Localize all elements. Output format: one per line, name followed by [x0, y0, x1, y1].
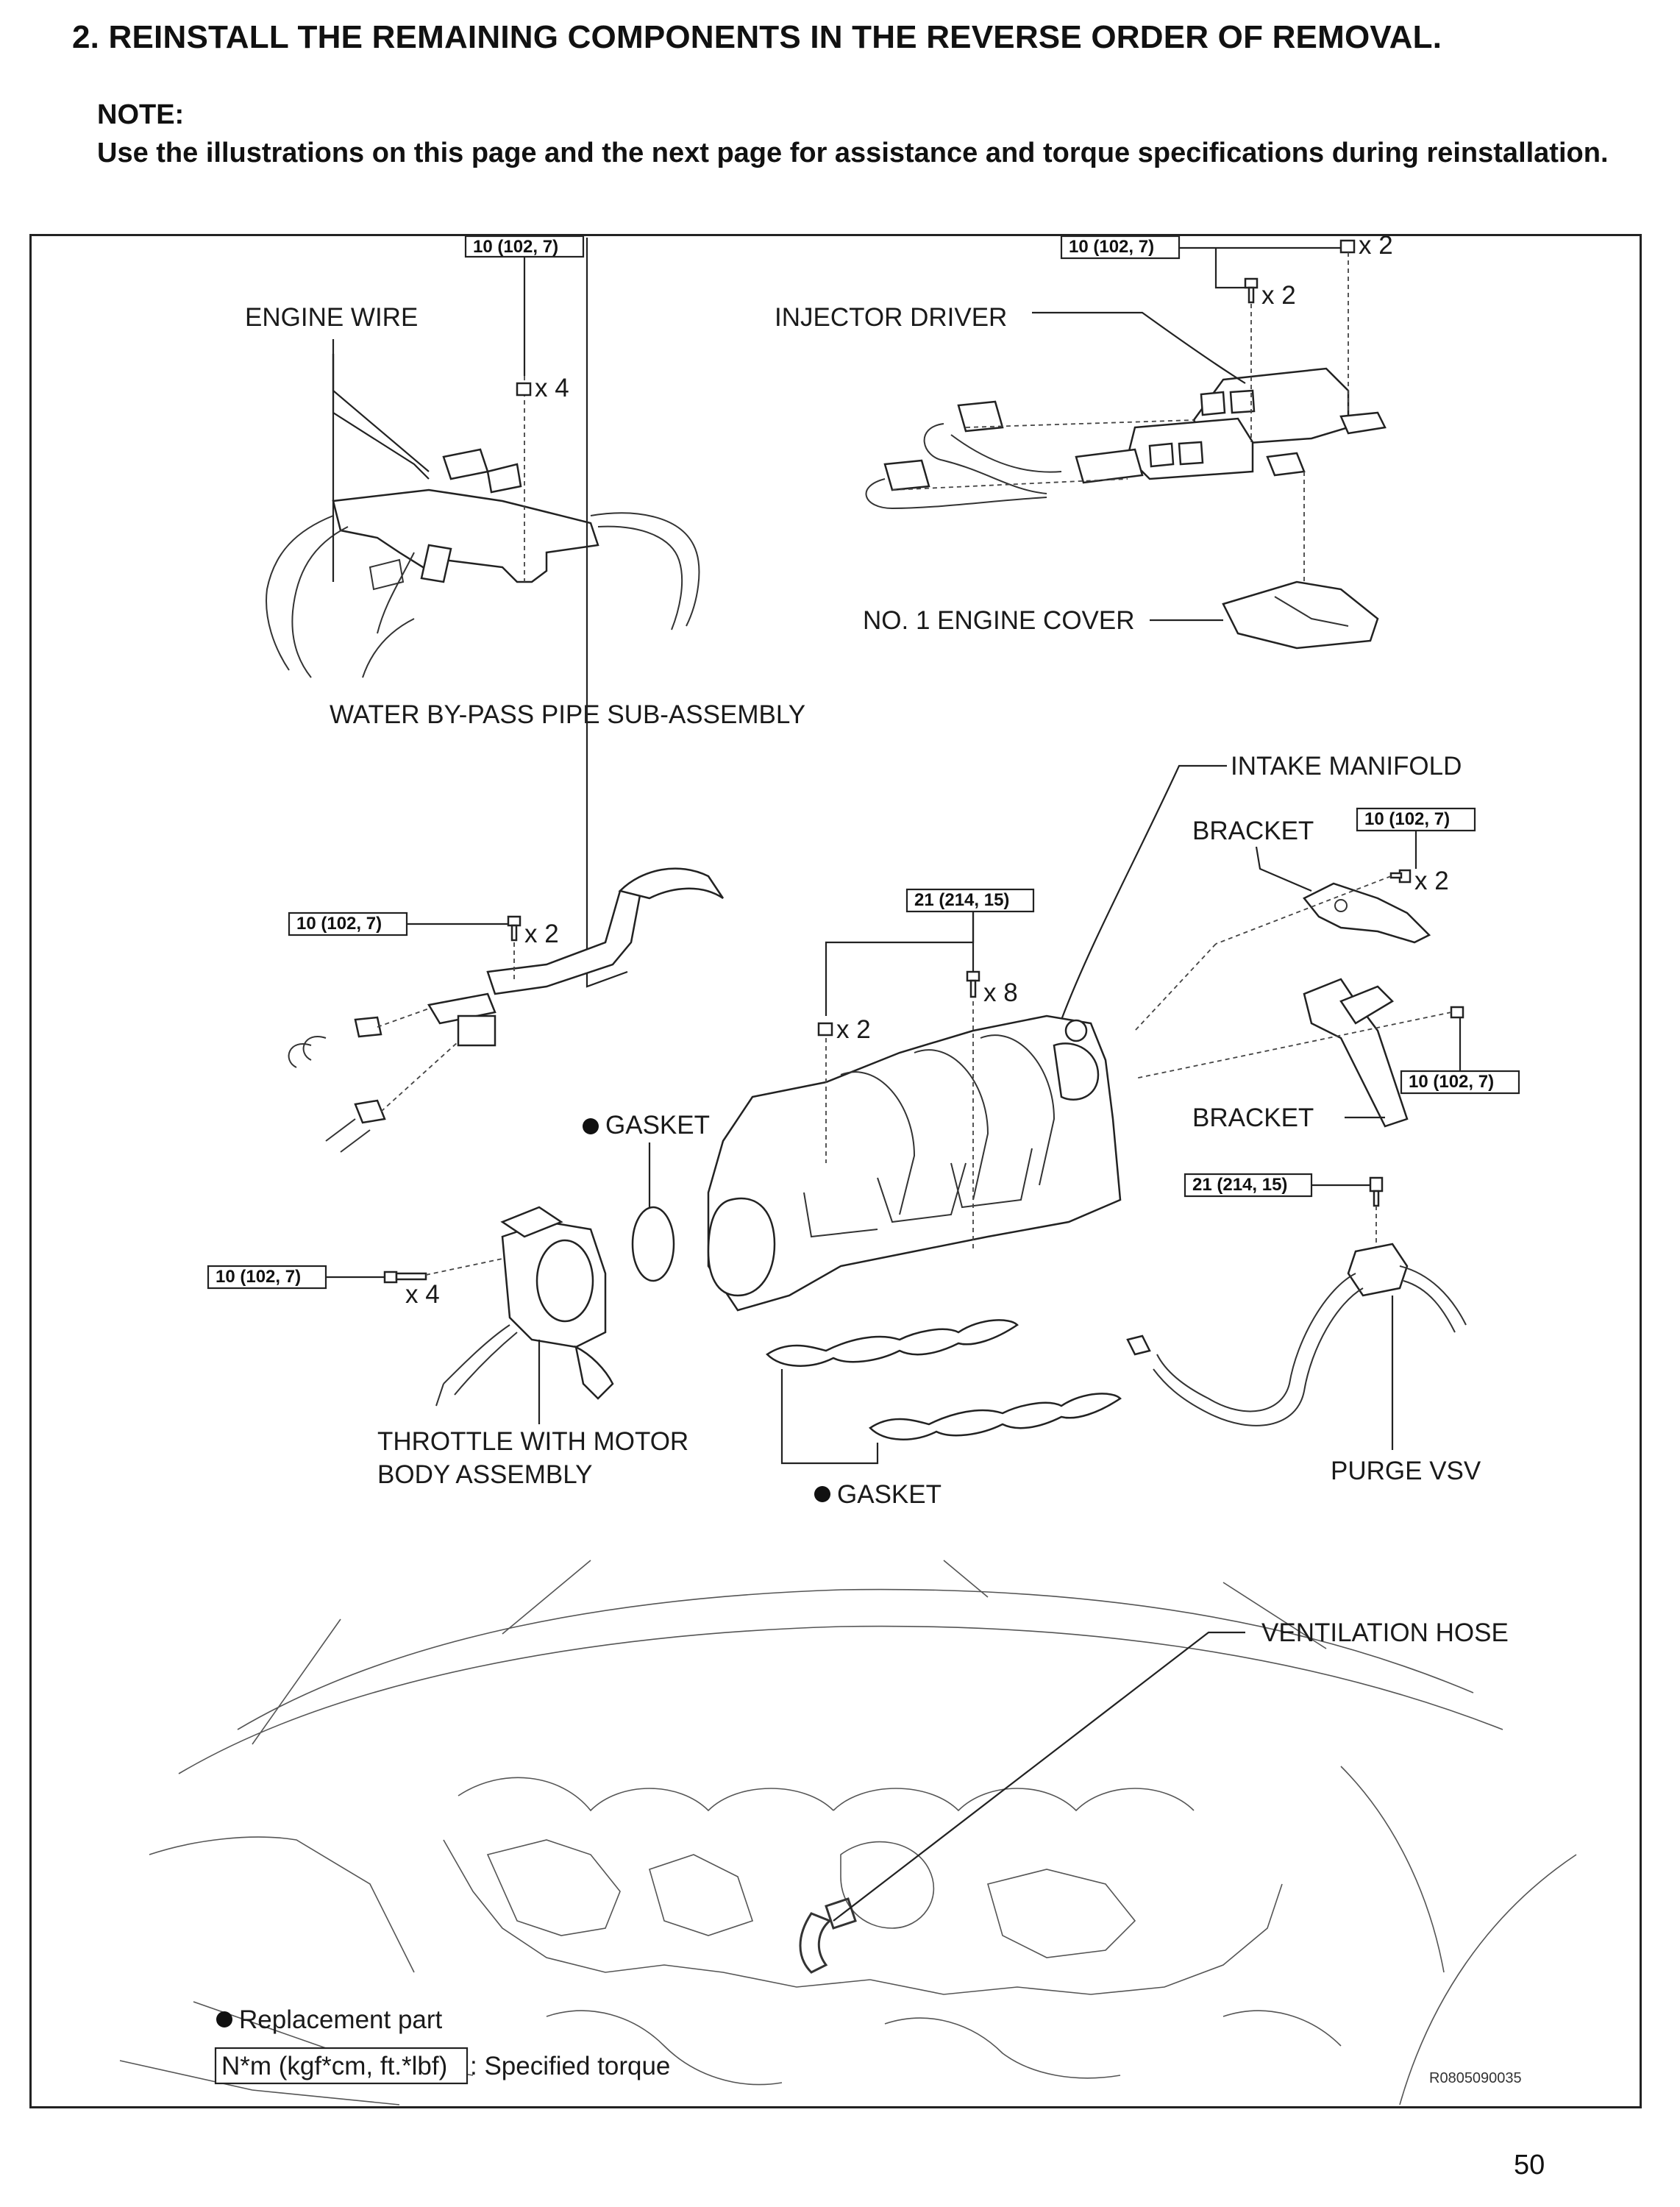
- torque-box-injector: [1060, 236, 1181, 260]
- water-bypass-drawing: [288, 867, 725, 1153]
- torque-bracket-upper: 10 (102, 7): [1364, 809, 1450, 829]
- bolt-icon: [1244, 277, 1259, 304]
- purge-vsv-drawing: [1126, 1243, 1467, 1426]
- nut-icon: [516, 382, 532, 397]
- torque-box-engine-wire: [464, 236, 585, 258]
- engine-wire-drawing: [266, 448, 700, 678]
- bolt-icon: [1389, 869, 1412, 884]
- nut-icon: [817, 1022, 833, 1037]
- label-injector-driver: INJECTOR DRIVER: [775, 303, 1007, 332]
- legend-torque-desc: : Specified torque: [470, 2052, 670, 2080]
- legend-torque-box: [214, 2047, 469, 2085]
- qty-throttle-bolts: x 4: [405, 1280, 440, 1309]
- torque-box-manifold: [905, 888, 1035, 913]
- page-number: 50: [1514, 2150, 1545, 2181]
- bolt-icon: [507, 915, 522, 942]
- torque-intake-manifold: 21 (214, 15): [914, 890, 1009, 910]
- note-label: NOTE:: [97, 99, 185, 130]
- nut-icon: [1339, 239, 1356, 254]
- qty-manifold-bolts: x 8: [983, 978, 1018, 1007]
- gasket-ring-drawing: [631, 1206, 675, 1282]
- injector-driver-drawing: [865, 367, 1387, 510]
- torque-purge-vsv: 21 (214, 15): [1192, 1175, 1287, 1195]
- label-intake-manifold: INTAKE MANIFOLD: [1231, 752, 1462, 781]
- replacement-dot-icon: [216, 2011, 232, 2027]
- label-throttle-line1: THROTTLE WITH MOTOR: [377, 1427, 688, 1456]
- torque-box-purge: [1184, 1173, 1313, 1198]
- qty-water-bypass-bolts: x 2: [524, 920, 559, 948]
- torque-engine-wire: 10 (102, 7): [473, 237, 558, 257]
- torque-water-bypass: 10 (102, 7): [296, 914, 382, 934]
- qty-engine-wire-nuts: x 4: [535, 374, 569, 402]
- qty-injector-nuts: x 2: [1359, 236, 1393, 260]
- label-water-bypass: WATER BY-PASS PIPE SUB-ASSEMBLY: [330, 700, 805, 729]
- legend-replacement-part: Replacement part: [239, 2005, 443, 2034]
- bolt-icon: [1450, 1006, 1464, 1019]
- label-engine-wire: ENGINE WIRE: [245, 303, 418, 332]
- legend-torque-units: N*m (kgf*cm, ft.*lbf): [221, 2052, 447, 2080]
- engine-cover-drawing: [1222, 580, 1379, 650]
- throttle-body-drawing: [435, 1206, 614, 1407]
- torque-box-water-bypass: [288, 911, 408, 937]
- note-text: Use the illustrations on this page and t…: [97, 138, 1609, 168]
- torque-bracket-lower: 10 (102, 7): [1409, 1072, 1494, 1092]
- replacement-dot-icon: [814, 1486, 830, 1502]
- step-heading: 2. REINSTALL THE REMAINING COMPONENTS IN…: [72, 19, 1442, 55]
- component-illustration: 10 (102, 7) x 4 ENGINE WIRE INJECTOR DRI…: [29, 234, 1642, 2108]
- label-no1-engine-cover: NO. 1 ENGINE COVER: [863, 606, 1135, 635]
- bolt-icon: [966, 970, 980, 998]
- intake-manifold-drawing: [707, 1014, 1122, 1312]
- label-bracket-upper: BRACKET: [1192, 817, 1314, 845]
- label-gasket-ring: GASKET: [605, 1111, 710, 1140]
- torque-box-throttle: [207, 1265, 327, 1290]
- label-ventilation-hose: VENTILATION HOSE: [1261, 1618, 1509, 1647]
- torque-injector-driver: 10 (102, 7): [1069, 237, 1154, 257]
- bracket-lower-drawing: [1303, 978, 1409, 1128]
- bolt-icon: [1369, 1176, 1384, 1207]
- torque-box-bracket-lower: [1400, 1070, 1520, 1095]
- figure-code: R0805090035: [1429, 2070, 1522, 2086]
- replacement-dot-icon: [583, 1118, 599, 1134]
- qty-manifold-nuts: x 2: [836, 1015, 871, 1044]
- qty-injector-bolts: x 2: [1261, 281, 1296, 310]
- torque-throttle: 10 (102, 7): [216, 1267, 301, 1287]
- label-purge-vsv: PURGE VSV: [1331, 1457, 1481, 1485]
- label-bracket-lower: BRACKET: [1192, 1104, 1314, 1132]
- label-gasket-intake: GASKET: [837, 1480, 942, 1509]
- bolt-icon: [383, 1270, 427, 1284]
- label-throttle-line2: BODY ASSEMBLY: [377, 1460, 592, 1489]
- intake-gasket-drawing: [766, 1319, 1122, 1440]
- engine-bay-drawing: [119, 1560, 1577, 2105]
- bracket-upper-drawing: [1303, 882, 1431, 944]
- qty-bracket-bolts: x 2: [1414, 867, 1449, 895]
